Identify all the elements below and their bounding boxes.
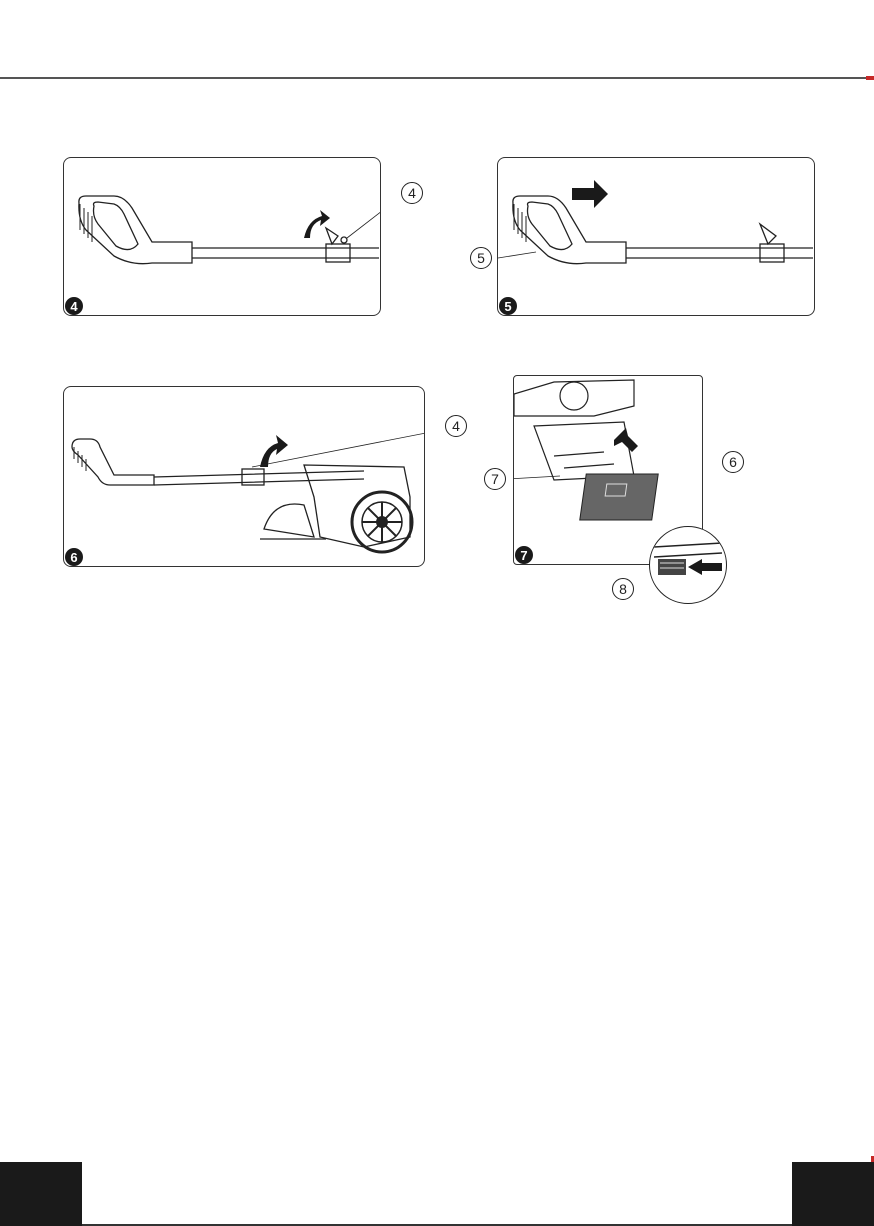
handle-illustration — [498, 158, 814, 315]
step-5-panel: 5 — [497, 157, 815, 316]
mower-illustration — [64, 387, 424, 566]
curved-arrow-icon — [260, 435, 288, 467]
callout-4-label: 4 — [401, 182, 423, 204]
curved-arrow-icon — [304, 210, 330, 238]
header-accent — [866, 76, 874, 80]
callout-6: 6 — [722, 451, 744, 473]
footer-left-block — [0, 1162, 82, 1226]
callout-8: 8 — [612, 578, 634, 600]
header-rule — [0, 77, 874, 79]
handle-illustration — [64, 158, 380, 315]
step-4-panel: 4 4 — [63, 157, 381, 316]
footer-right-block — [792, 1162, 874, 1226]
step-6-panel: 6 — [63, 386, 425, 567]
callout-5: 5 — [470, 247, 492, 269]
step-4-badge: 4 — [65, 297, 83, 315]
step-6-badge: 6 — [65, 548, 83, 566]
step-7-badge: 7 — [515, 546, 533, 564]
step-5-badge: 5 — [499, 297, 517, 315]
callout-4-step6: 4 — [445, 415, 467, 437]
detail-zoom-circle — [649, 526, 727, 604]
arrow-right-icon — [572, 180, 608, 208]
callout-7: 7 — [484, 468, 506, 490]
